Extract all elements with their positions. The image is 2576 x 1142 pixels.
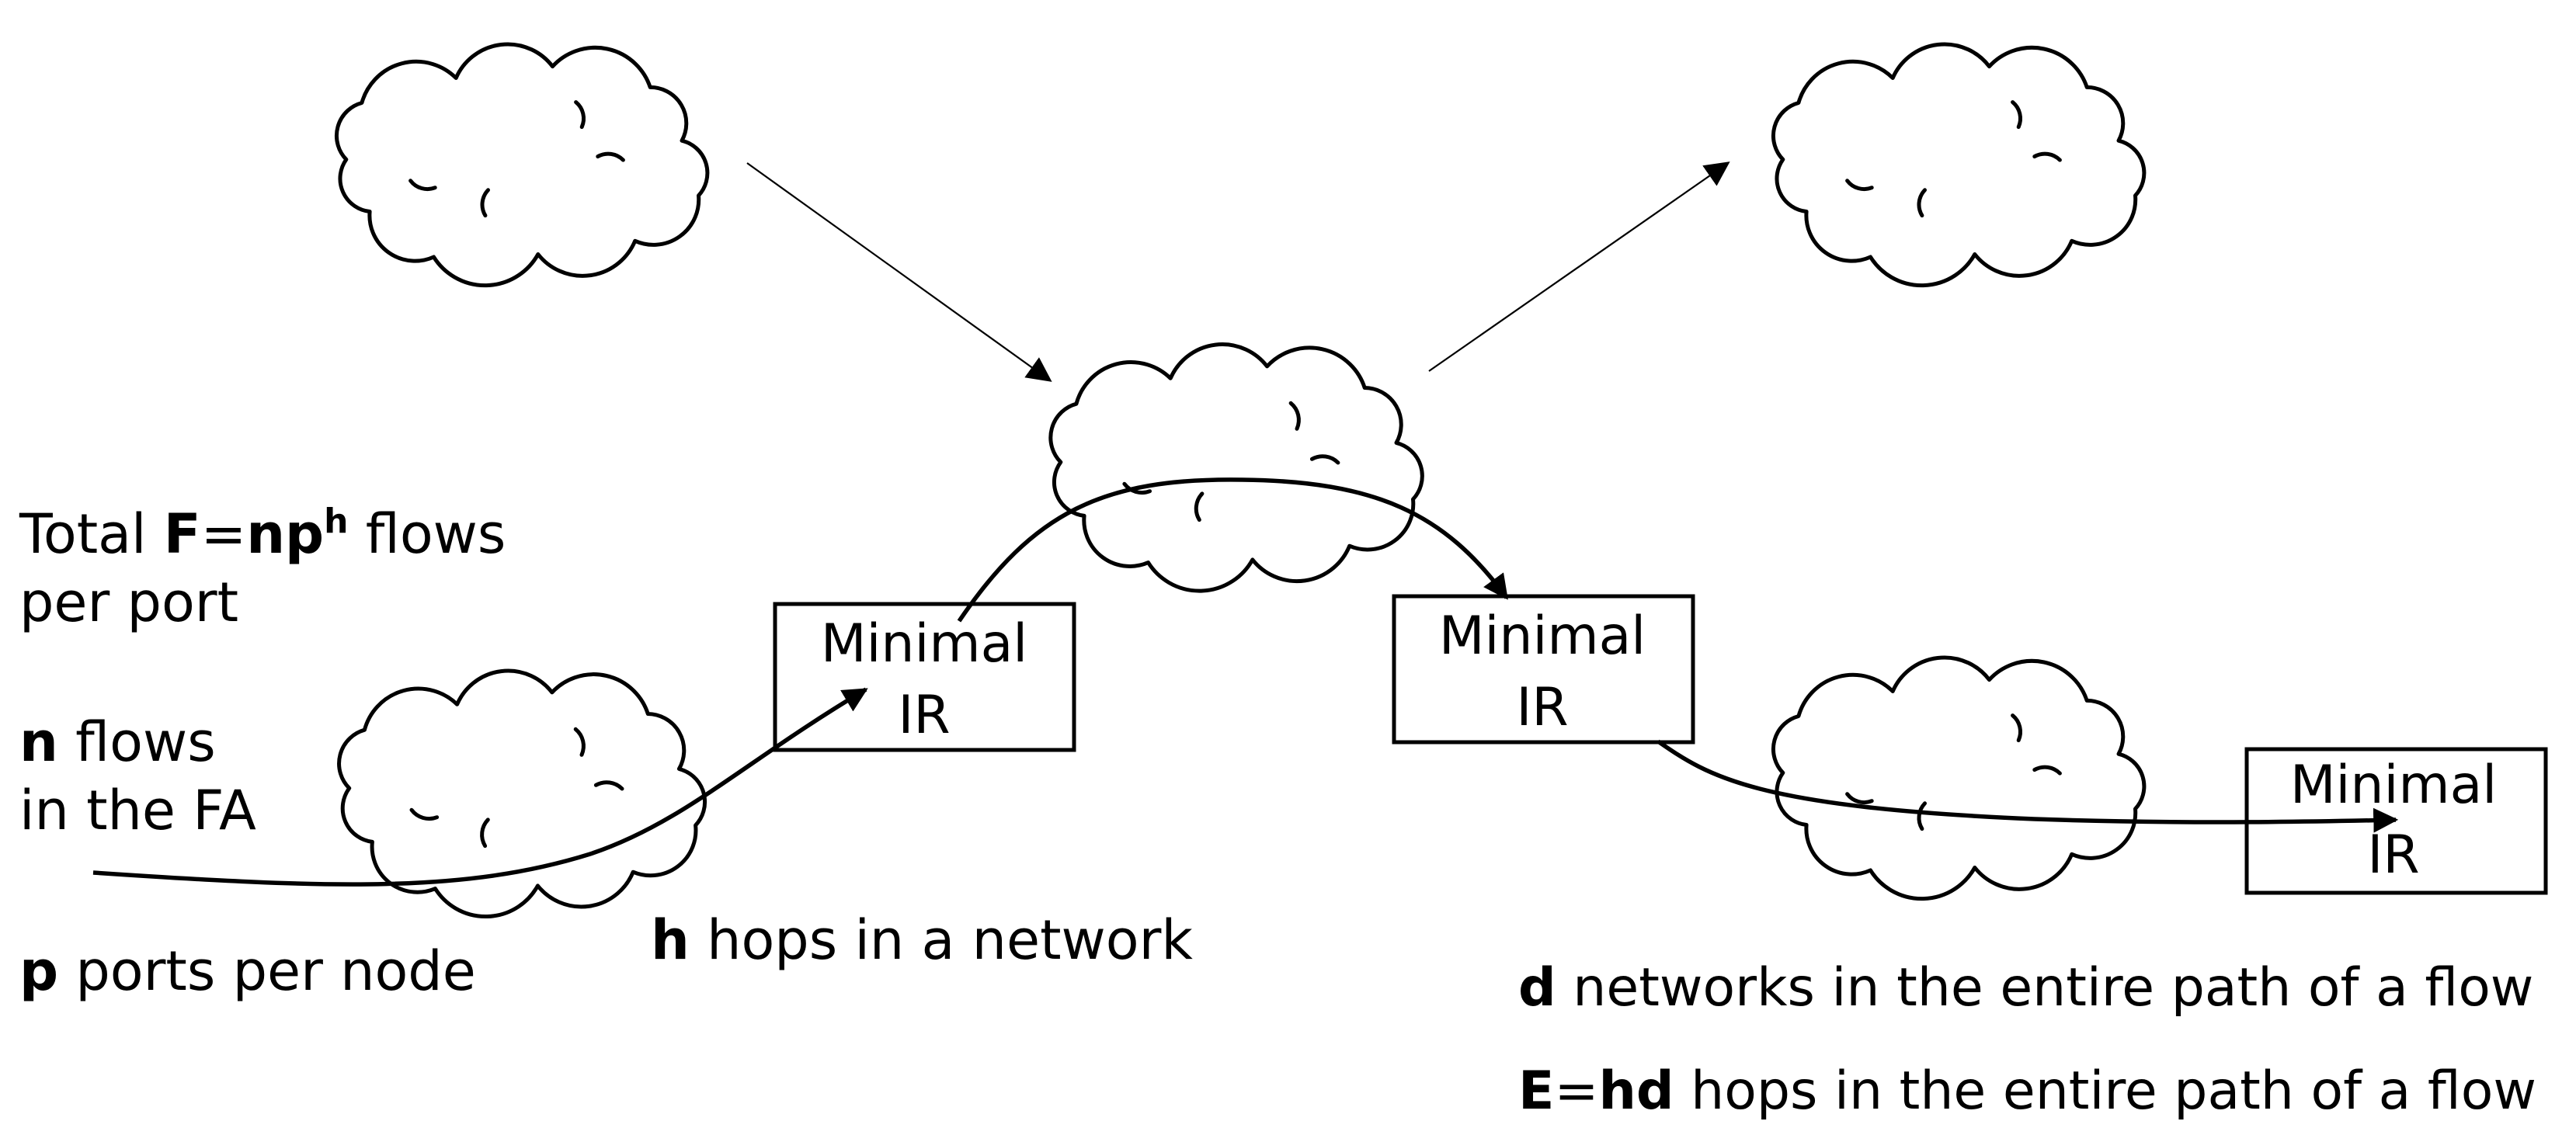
hops-in-network-label: h hops in a network <box>651 908 1193 972</box>
box-label-line1: Minimal <box>1439 606 1646 667</box>
cloud-inner-arc <box>1122 481 1152 495</box>
minimal-ir-box-2: Minimal IR <box>1392 594 1695 745</box>
cloud-outline <box>337 668 707 918</box>
cloud-inner-arc <box>1917 188 1927 218</box>
cloud-bottom-right <box>1771 655 2147 901</box>
cloud-inner-arc <box>1309 454 1340 465</box>
n-flows-label: n flows <box>19 710 216 774</box>
total-flows-label-line2: per port <box>19 571 238 634</box>
cloud-inner-arc <box>593 780 624 791</box>
cloud-inner-arc <box>409 807 440 821</box>
box-label-line1: Minimal <box>2290 755 2497 816</box>
box-label-line2: IR <box>2367 824 2419 886</box>
cloud-center <box>1048 342 1424 593</box>
cloud-inner-arc <box>1845 792 1874 804</box>
box-label-line1: Minimal <box>821 613 1027 675</box>
cloud-inner-arc <box>1845 179 1874 191</box>
cloud-inner-arc <box>2011 713 2023 743</box>
flow-path-1 <box>92 687 868 887</box>
link-center-to-topright <box>1428 161 1730 372</box>
cloud-inner-arc <box>480 817 490 849</box>
n-flows-label-line2: in the FA <box>19 779 256 842</box>
cloud-inner-arc <box>1917 801 1927 831</box>
cloud-inner-arc <box>2032 151 2062 162</box>
cloud-outline <box>1048 342 1424 593</box>
minimal-ir-box-1: Minimal IR <box>773 602 1076 752</box>
cloud-outline <box>334 42 710 288</box>
cloud-inner-arc <box>574 100 586 130</box>
link-topleft-to-center <box>746 162 1052 382</box>
cloud-inner-arc <box>596 151 625 162</box>
total-flows-label: Total F=nph flows <box>19 502 506 566</box>
box-label-line2: IR <box>1516 677 1568 738</box>
cloud-top-right <box>1771 42 2147 288</box>
hops-in-path-label: E=hd hops in the entire path of a flow <box>1518 1060 2536 1122</box>
cloud-inner-arc <box>573 727 586 757</box>
cloud-inner-arc <box>1288 401 1301 431</box>
cloud-inner-arc <box>480 188 490 218</box>
cloud-inner-arc <box>408 179 437 191</box>
cloud-bottom-left <box>337 668 707 918</box>
box-label-line2: IR <box>898 685 950 746</box>
cloud-inner-arc <box>2011 100 2023 130</box>
networks-in-path-label: d networks in the entire path of a flow <box>1518 957 2533 1019</box>
cloud-inner-arc <box>1194 491 1205 522</box>
cloud-outline <box>1771 655 2147 901</box>
cloud-inner-arc <box>2032 765 2062 776</box>
cloud-outline <box>1771 42 2147 288</box>
ports-per-node-label: p ports per node <box>19 939 476 1003</box>
cloud-top-left <box>334 42 710 288</box>
flow-path-3 <box>1656 739 2399 833</box>
flow-path-2 <box>957 477 1509 623</box>
